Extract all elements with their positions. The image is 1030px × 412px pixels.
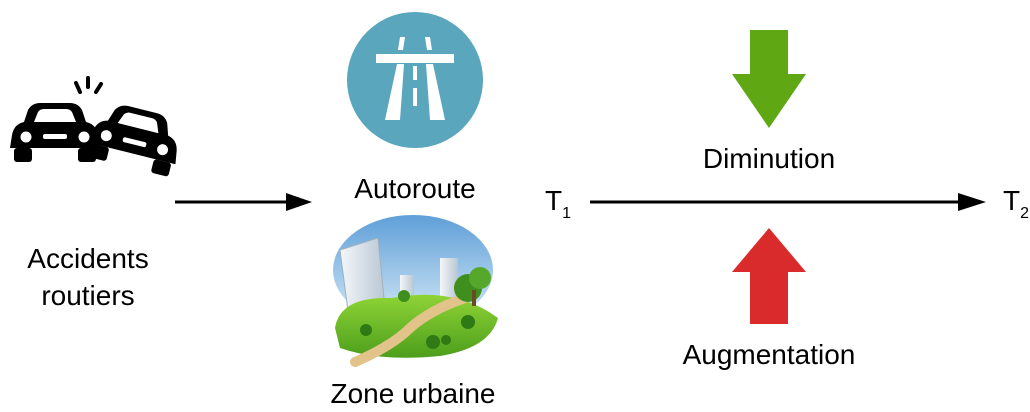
timeline-start: T1 (545, 185, 571, 222)
change-label-diminution: Diminution (703, 143, 835, 174)
timeline-start-base: T (545, 185, 562, 216)
source-arrow (175, 193, 312, 211)
source-label-line2: routiers (41, 280, 134, 311)
source-label-line1: Accidents (27, 243, 148, 274)
arrow-down-icon (732, 30, 806, 128)
urban-zone-icon (333, 215, 498, 367)
arrow-up-icon (732, 228, 806, 324)
timeline-arrow (590, 193, 986, 211)
highway-icon (347, 12, 483, 148)
timeline-end-base: T (1003, 185, 1020, 216)
road-type-label-autoroute: Autoroute (354, 173, 475, 204)
timeline-end: T2 (1003, 185, 1029, 222)
road-type-label-zone-urbaine: Zone urbaine (330, 378, 495, 409)
timeline-end-sub: 2 (1020, 205, 1029, 222)
car-crash-icon (10, 76, 177, 177)
building-small-2 (440, 258, 458, 300)
timeline-start-sub: 1 (562, 205, 571, 222)
change-label-augmentation: Augmentation (683, 339, 856, 370)
